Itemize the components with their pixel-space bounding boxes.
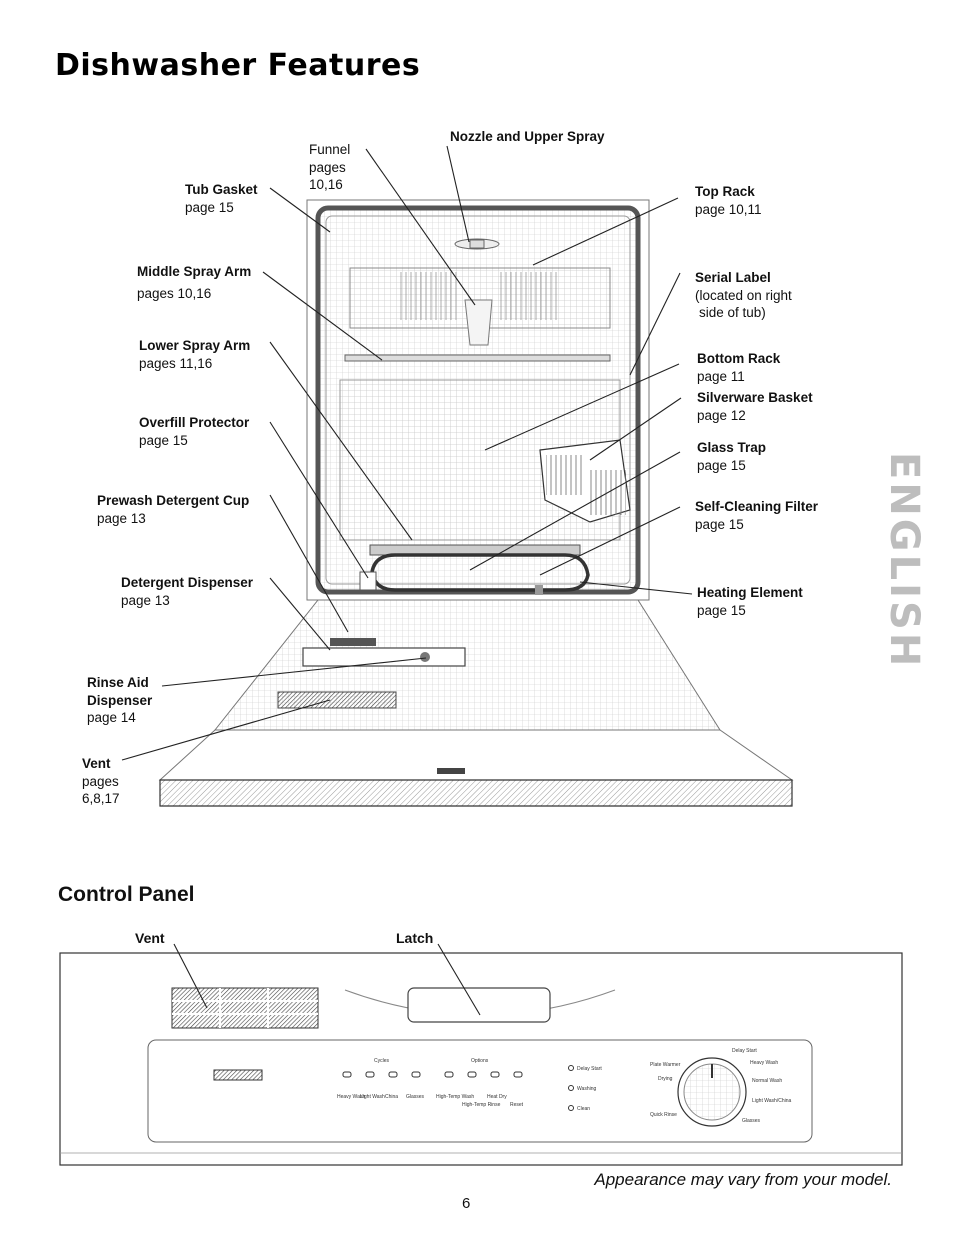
upper-spray-nozzle bbox=[454, 238, 500, 250]
dial-plate-warmer: Plate Warmer bbox=[650, 1062, 681, 1068]
section-tab-english: ENGLISH bbox=[881, 452, 927, 670]
label-middle-spray-arm: Middle Spray Arm pages 10,16 bbox=[137, 264, 252, 301]
cycles-label: Cycles bbox=[374, 1058, 390, 1064]
lower-spray-area bbox=[359, 544, 590, 595]
label-vent: Vent pages 6,8,17 bbox=[82, 756, 120, 806]
button-reset[interactable]: Reset bbox=[510, 1102, 524, 1108]
button-high-temp-rinse[interactable]: High-Temp Rinse bbox=[462, 1102, 501, 1108]
label-prewash-detergent-cup: Prewash Detergent Cup page 13 bbox=[97, 493, 250, 526]
label-tub-gasket: Tub Gasket page 15 bbox=[185, 182, 258, 215]
label-heating-element: Heating Element page 15 bbox=[697, 585, 803, 618]
leader-lines bbox=[121, 145, 693, 761]
dial-delay-start: Delay Start bbox=[732, 1048, 757, 1054]
control-panel-heading: Control Panel bbox=[58, 883, 195, 906]
status-clean: Clean bbox=[577, 1106, 591, 1112]
dial-heavy-wash: Heavy Wash bbox=[750, 1060, 779, 1066]
label-self-cleaning-filter: Self-Cleaning Filter page 15 bbox=[695, 499, 819, 532]
middle-spray-arm bbox=[344, 354, 611, 362]
disclaimer-text: Appearance may vary from your model. bbox=[594, 1170, 892, 1189]
options-label: Options bbox=[471, 1058, 489, 1064]
label-silverware-basket: Silverware Basket page 12 bbox=[697, 390, 813, 423]
status-delay-start: Delay Start bbox=[577, 1066, 602, 1072]
dial-glasses: Glasses bbox=[742, 1118, 761, 1124]
dial-normal-wash: Normal Wash bbox=[752, 1078, 783, 1084]
button-china[interactable]: China bbox=[385, 1094, 399, 1100]
top-rack bbox=[349, 267, 611, 346]
label-overfill-protector: Overfill Protector page 15 bbox=[139, 415, 250, 448]
label-nozzle-upper-spray: Nozzle and Upper Spray bbox=[450, 129, 605, 144]
label-funnel: Funnel pages 10,16 bbox=[309, 142, 351, 192]
label-lower-spray-arm: Lower Spray Arm pages 11,16 bbox=[139, 338, 251, 371]
button-light-wash[interactable]: Light Wash bbox=[360, 1094, 385, 1100]
label-rinse-aid-dispenser: Rinse Aid Dispenser page 14 bbox=[87, 675, 153, 725]
dial-quick-rinse: Quick Rinse bbox=[650, 1112, 677, 1118]
label-panel-latch: Latch bbox=[396, 930, 434, 946]
button-glasses[interactable]: Glasses bbox=[406, 1094, 425, 1100]
page-title: Dishwasher Features bbox=[55, 48, 421, 83]
door bbox=[158, 599, 794, 807]
status-washing: Washing bbox=[577, 1086, 597, 1092]
cycle-dial-knob[interactable] bbox=[693, 1072, 731, 1110]
label-detergent-dispenser: Detergent Dispenser page 13 bbox=[121, 575, 254, 608]
page-number: 6 bbox=[462, 1195, 471, 1212]
button-heavy-wash[interactable]: Heavy Wash bbox=[337, 1094, 366, 1100]
button-high-temp-wash[interactable]: High-Temp Wash bbox=[436, 1094, 475, 1100]
button-heat-dry[interactable]: Heat Dry bbox=[487, 1094, 507, 1100]
label-panel-vent: Vent bbox=[135, 930, 165, 946]
label-bottom-rack: Bottom Rack page 11 bbox=[697, 351, 781, 384]
label-serial-label: Serial Label (located on right side of t… bbox=[695, 270, 792, 320]
label-glass-trap: Glass Trap page 15 bbox=[697, 440, 767, 473]
control-panel-drawing bbox=[59, 943, 903, 1166]
label-top-rack: Top Rack page 10,11 bbox=[695, 184, 762, 217]
dial-drying: Drying bbox=[658, 1076, 673, 1082]
dial-light-wash-china: Light Wash/China bbox=[752, 1098, 792, 1104]
